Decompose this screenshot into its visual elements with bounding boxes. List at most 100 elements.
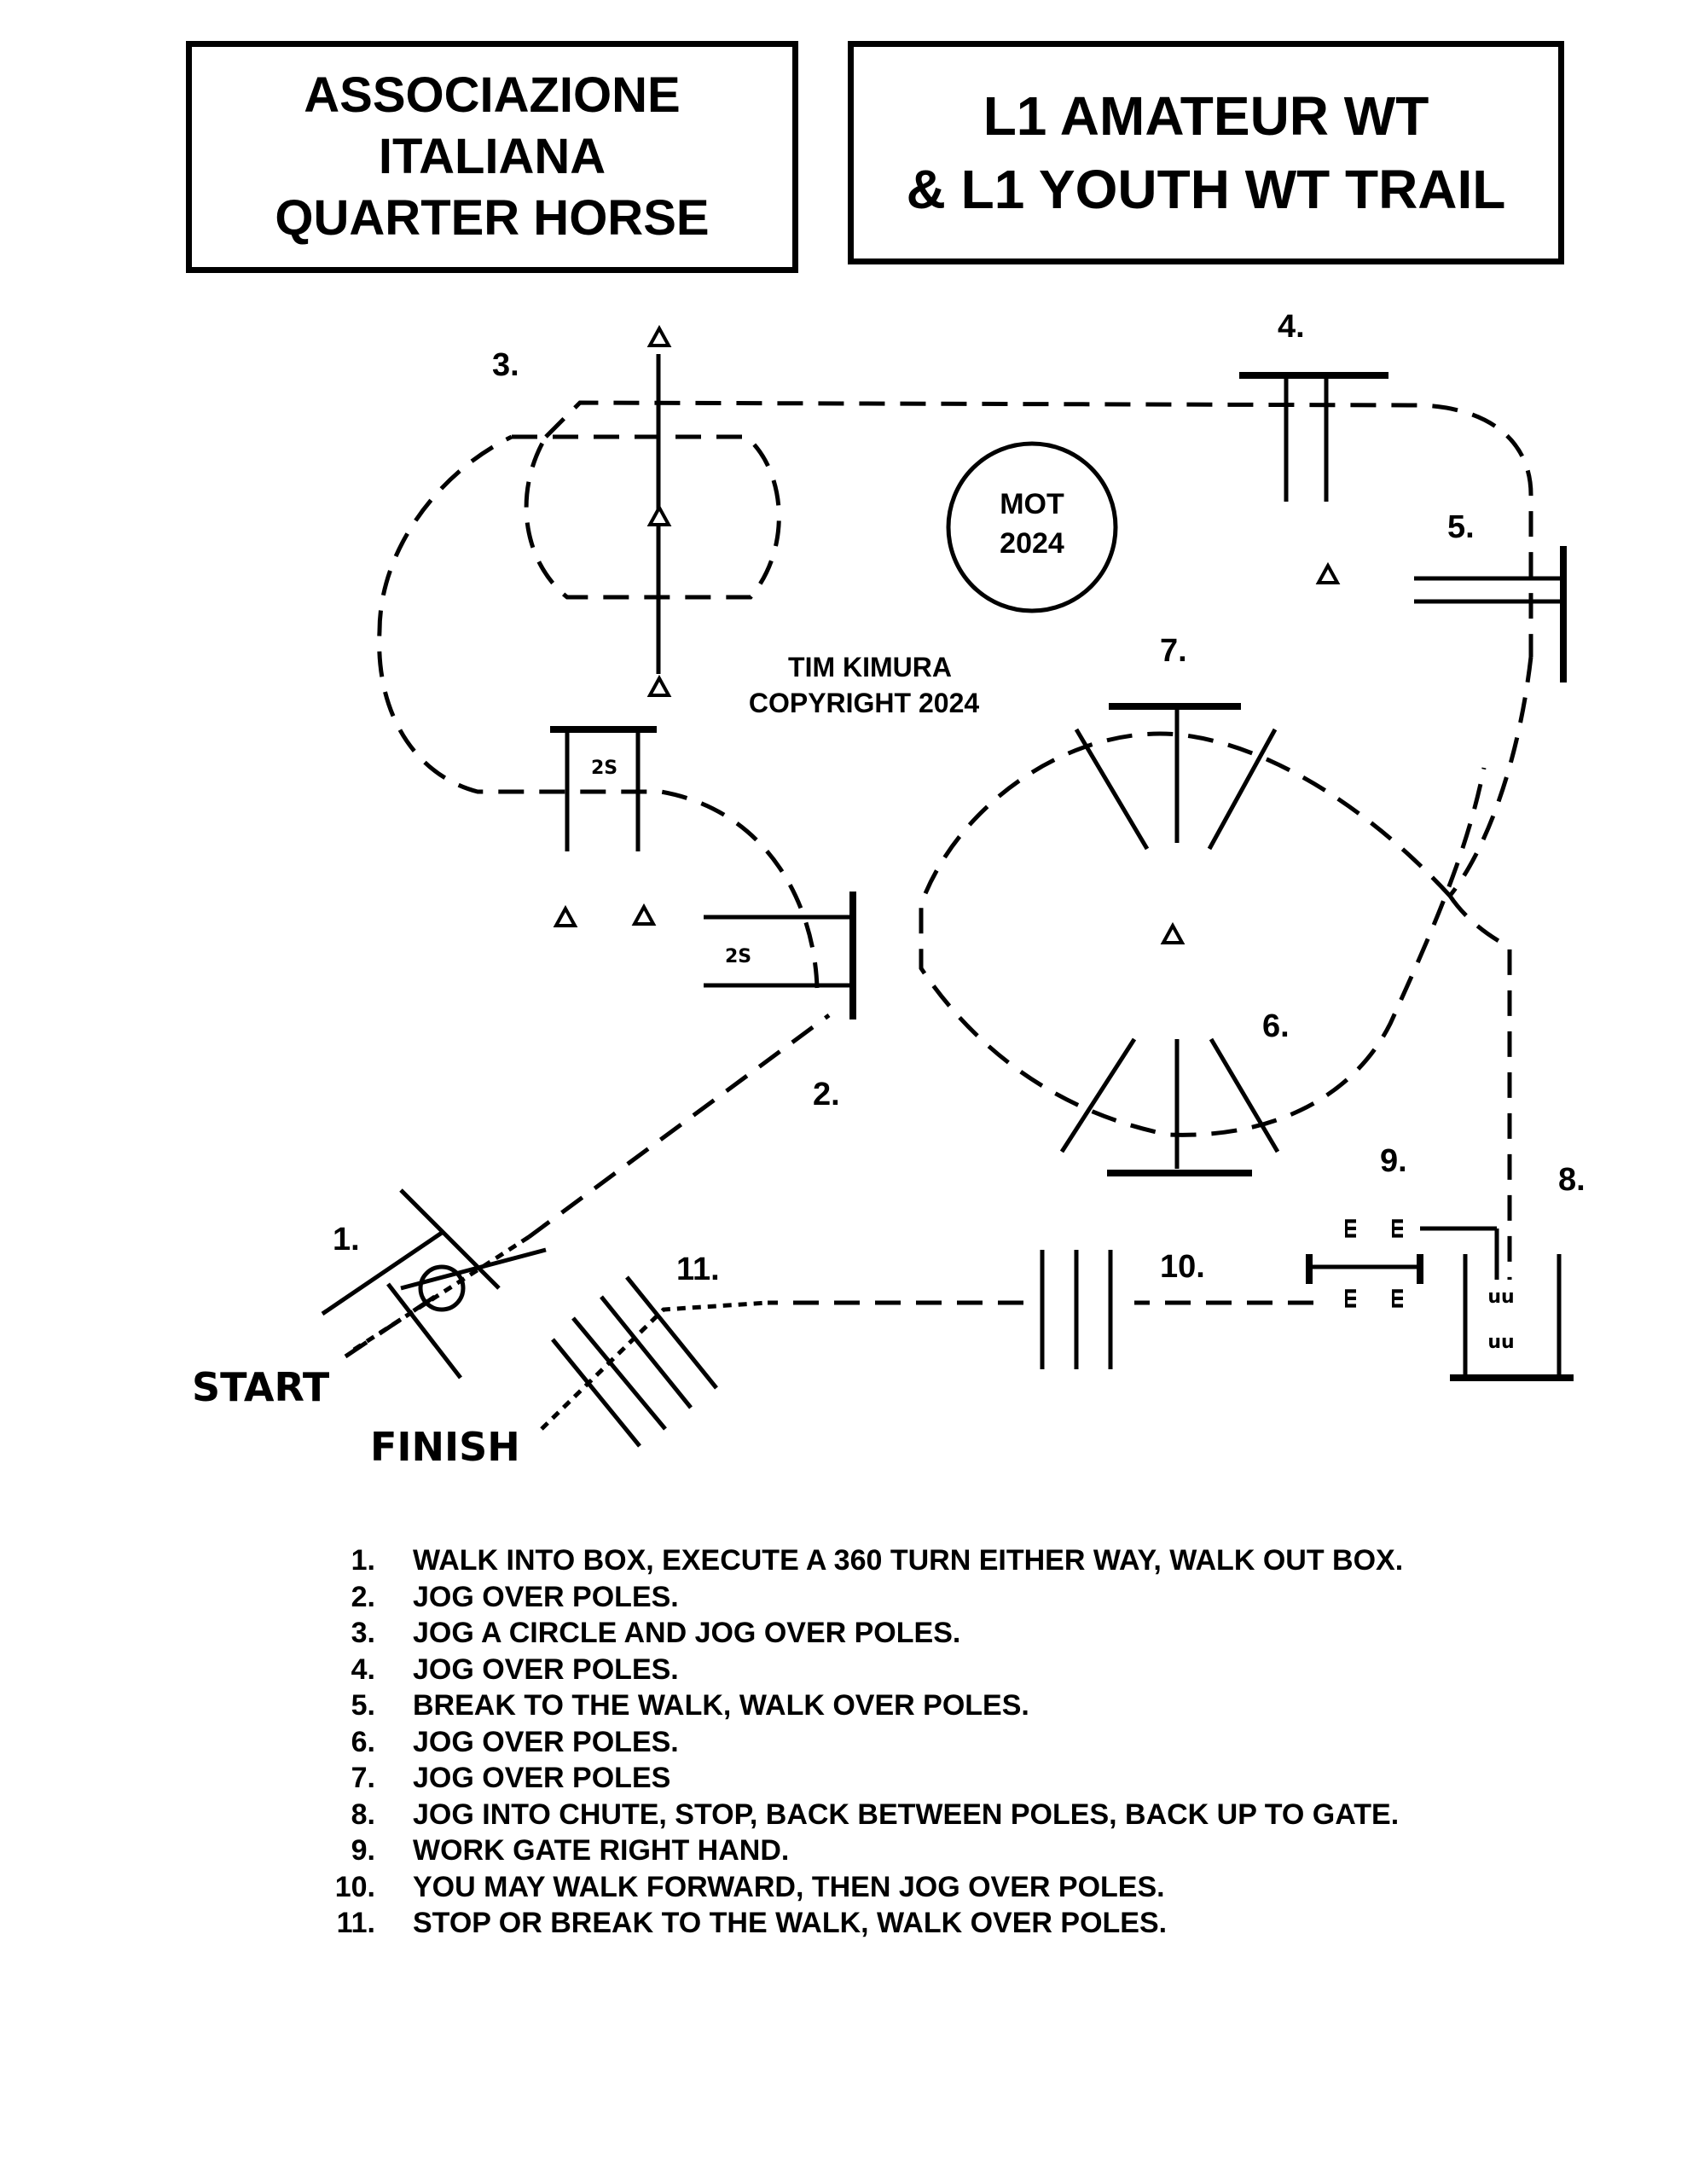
start-dotted-line [352,1234,530,1352]
start-finish-labels: START FINISH [192,1364,520,1470]
instruction-item: 9. WORK GATE RIGHT HAND. [324,1833,1403,1869]
dotted-lines [352,1234,768,1431]
instruction-text: JOG OVER POLES. [413,1725,679,1758]
instruction-item: 5. BREAK TO THE WALK, WALK OVER POLES. [324,1687,1403,1724]
obstacle-5-poles [1414,546,1567,682]
obstacle-number-9: 9. [1380,1143,1407,1179]
obstacle-number-8: 8. [1558,1162,1586,1198]
instruction-item: 2. JOG OVER POLES. [324,1579,1403,1616]
instruction-text: JOG A CIRCLE AND JOG OVER POLES. [413,1617,961,1649]
class-line-1: L1 AMATEUR WT [983,85,1429,147]
instruction-item: 11. STOP OR BREAK TO THE WALK, WALK OVER … [324,1905,1403,1942]
instruction-text: BREAK TO THE WALK, WALK OVER POLES. [413,1689,1029,1722]
path-poles-2-to-3 [377,434,820,989]
path-5-to-6 [1448,656,1533,897]
instruction-number: 6. [351,1725,375,1758]
cone-icon [646,324,672,347]
cone-icon [1160,921,1186,944]
organization-line-1: ASSOCIAZIONE [304,67,681,123]
stamp-line-1: MOT [1000,488,1064,520]
two-step-marks: 2S 2S [591,758,751,967]
obstacle-7-fan-poles [1074,703,1278,851]
obstacle-6-fan-poles [1059,1037,1280,1176]
instruction-text: JOG INTO CHUTE, STOP, BACK BETWEEN POLES… [413,1798,1400,1831]
instruction-number: 3. [351,1617,375,1649]
class-line-2: & L1 YOUTH WT TRAIL [906,159,1506,220]
obstacle-4-poles [1239,372,1388,502]
instruction-number: 7. [351,1762,375,1794]
instruction-item: 3. JOG A CIRCLE AND JOG OVER POLES. [324,1615,1403,1652]
stamp-circle [946,441,1118,613]
instruction-item: 1.WALK INTO BOX, EXECUTE A 360 TURN EITH… [324,1542,1404,1579]
obstacle-11-poles [551,1275,718,1448]
cone-icon [646,674,672,697]
gate-mark-3: ш [1340,1287,1364,1310]
cones [553,324,1341,944]
instruction-number: 8. [351,1798,375,1831]
obstacle-number-2: 2. [813,1077,840,1112]
instruction-item: 10. YOU MAY WALK FORWARD, THEN JOG OVER P… [324,1869,1403,1906]
path-3-to-5 [544,400,1533,657]
gate-mark-2: ш [1387,1217,1411,1240]
cone-icon [631,903,657,926]
instruction-text: JOG OVER POLES [413,1762,671,1794]
instruction-number: 10. [334,1870,375,1903]
instruction-text: STOP OR BREAK TO THE WALK, WALK OVER POL… [413,1907,1168,1939]
finish-dotted-line [540,1300,768,1431]
obstacle-9-gate [1306,1226,1499,1284]
obstacle-number-11: 11. [676,1252,720,1287]
chute-marks: uu uu [1487,1287,1514,1353]
gate-marks: ш ш ш ш [1340,1217,1411,1310]
two-step-mark-top: 2S [591,758,617,779]
instruction-number: 5. [351,1689,375,1722]
instruction-text: JOG OVER POLES. [413,1580,679,1613]
credit-line-2: COPYRIGHT 2024 [749,688,980,718]
path-circle-3 [512,434,781,600]
class-title-box: L1 AMATEUR WT & L1 YOUTH WT TRAIL [848,41,1564,264]
chute-mark-1: uu [1487,1287,1514,1308]
obstacle-number-5: 5. [1447,509,1475,545]
trail-course-diagram: ш ш ш ш uu uu 2S 2S [192,309,1586,1470]
finish-label: FINISH [370,1424,520,1470]
gate-mark-1: ш [1340,1217,1364,1240]
two-step-mark-side: 2S [725,946,751,967]
instructions-list: 1.WALK INTO BOX, EXECUTE A 360 TURN EITH… [324,1542,1403,1942]
instruction-text: WORK GATE RIGHT HAND. [413,1834,790,1867]
instruction-text: WALK INTO BOX, EXECUTE A 360 TURN EITHER… [413,1544,1404,1577]
instruction-item: 8. JOG INTO CHUTE, STOP, BACK BETWEEN POL… [324,1797,1403,1833]
instruction-number: 11. [336,1907,375,1939]
organization-line-3: QUARTER HORSE [275,190,710,246]
path-loop-6 [919,731,1487,1137]
credit-line-1: TIM KIMURA [788,652,952,682]
instruction-item: 4. JOG OVER POLES. [324,1652,1403,1688]
instruction-text: YOU MAY WALK FORWARD, THEN JOG OVER POLE… [413,1870,1165,1903]
organization-title-box: ASSOCIAZIONE ITALIANA QUARTER HORSE [186,41,798,273]
instruction-number: 2. [351,1580,375,1613]
stamp-text: MOT 2024 [1000,488,1064,560]
organization-line-2: ITALIANA [378,129,606,184]
obstacle-2-poles [704,892,856,1019]
start-label: START [192,1364,330,1410]
instruction-item: 6. JOG OVER POLES. [324,1724,1403,1761]
path-6-to-8 [1447,894,1512,1280]
obstacle-number-4: 4. [1278,309,1305,345]
path-box-exit [527,1013,831,1240]
obstacle-number-1: 1. [333,1222,360,1258]
gate-mark-4: ш [1387,1287,1411,1310]
cone-icon [553,904,578,927]
obstacle-number-6: 6. [1262,1008,1290,1044]
course-path [344,400,1533,1359]
obstacle-number-7: 7. [1160,633,1187,669]
obstacle-10-poles [1040,1250,1113,1369]
obstacle-1-box [321,1188,547,1380]
instruction-number: 4. [351,1653,375,1686]
chute-mark-2: uu [1487,1332,1514,1353]
obstacle-number-10: 10. [1160,1249,1205,1285]
obstacle-8-chute [1450,1254,1574,1381]
instruction-item: 7. JOG OVER POLES [324,1760,1403,1797]
instruction-number: 9. [351,1834,375,1867]
credit: TIM KIMURA COPYRIGHT 2024 [749,652,980,718]
stamp-line-2: 2024 [1000,527,1064,560]
obstacle-number-3: 3. [492,347,519,383]
instruction-text: JOG OVER POLES. [413,1653,679,1686]
